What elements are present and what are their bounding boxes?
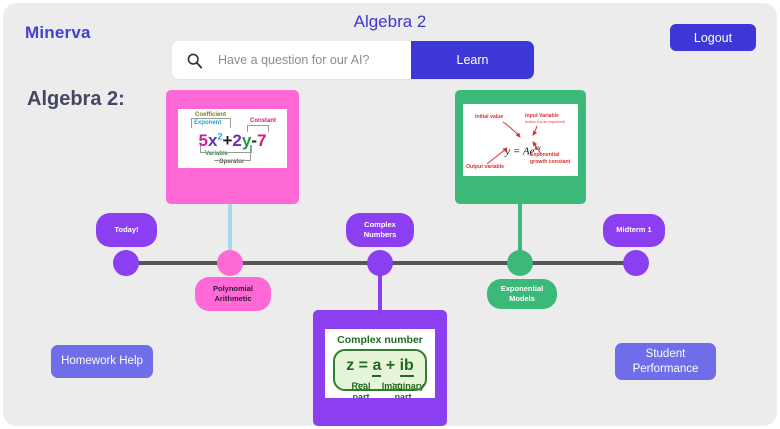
pill-midterm-1[interactable]: Midterm 1 [603,214,665,247]
card-polynomial-arithmetic[interactable]: Coefficient Exponent Constant Variable O… [166,90,299,204]
learn-button[interactable]: Learn [411,41,534,79]
label-operator: Operator [219,159,245,165]
student-performance-button[interactable]: Student Performance [615,343,716,380]
section-title: Algebra 2: [27,88,125,110]
input-variable-text: Input Variable [525,113,560,119]
connector-complex [378,263,382,311]
page-title: Algebra 2 [353,12,427,31]
exponential-figure: Initial value Input Variable (notice it … [463,104,578,176]
label-input-variable: Input Variable (notice it is an exponent… [525,113,565,124]
label-coefficient: Coefficient [195,112,227,118]
timeline-node-today[interactable] [113,250,139,276]
label-initial-value: Initial value [475,114,504,120]
brace-imaginary: ⏝ [392,374,401,384]
expr-exponent: 2 [217,131,223,142]
brace-real: ⏝ [357,374,366,384]
pill-complex-numbers[interactable]: Complex Numbers [346,213,414,247]
polynomial-figure: Coefficient Exponent Constant Variable O… [178,109,287,168]
eq-plus: + [385,357,396,374]
eq-z: z [346,357,355,374]
eq-a: a [372,357,382,377]
timeline-node-midterm-1[interactable] [623,250,649,276]
student-performance-line1: Student [645,348,686,361]
label-constant: Constant [250,118,276,124]
pill-polynomial-arithmetic-label: Polynomial Arithmetic [212,283,253,303]
formula-base: y = Ae [505,145,535,158]
pill-today[interactable]: Today! [96,213,157,247]
timeline-node-polynomial-arithmetic[interactable] [217,250,243,276]
input-variable-note: (notice it is an exponent!) [525,119,566,124]
timeline-node-exponential-models[interactable] [507,250,533,276]
expr-coefficient: 5 [198,131,208,150]
expr-coefficient-2: 2 [232,131,242,150]
pill-exponential-models-label: Exponential Models [500,283,544,303]
expr-variable-y: y [241,131,252,150]
app-root: Minerva Algebra 2 Logout Learn Algebra 2… [3,3,777,426]
ai-search-bar: Learn [172,41,534,79]
complex-title: Complex number [337,334,423,346]
formula-exponent: kx [534,144,541,152]
label-exponent: Exponent [194,120,222,126]
pill-polynomial-arithmetic[interactable]: Polynomial Arithmetic [195,277,271,311]
eq-ib: ib [399,357,414,377]
pill-exponential-models[interactable]: Exponential Models [487,279,557,309]
homework-help-button[interactable]: Homework Help [51,345,153,378]
card-exponential-models[interactable]: Initial value Input Variable (notice it … [455,90,586,204]
search-input[interactable] [216,41,411,79]
logout-button[interactable]: Logout [670,24,756,51]
polynomial-expression: 5x2+2y-7 [178,131,287,151]
connector-exponential [518,204,522,264]
complex-equation: z = a + ib [335,357,425,377]
pill-midterm-1-label: Midterm 1 [616,225,652,235]
expr-operator-minus: - [251,131,258,150]
pill-complex-numbers-label: Complex Numbers [363,219,397,239]
label-output-variable: Output variable [466,164,505,170]
app-logo: Minerva [25,23,91,42]
expr-variable-x: x [207,131,218,150]
eq-equals: = [358,357,368,374]
timeline-node-complex-numbers[interactable] [367,250,393,276]
exponential-arrows [486,121,542,165]
search-icon [172,52,216,69]
expr-operator-plus: + [222,131,233,150]
student-performance-line2: Performance [632,362,699,375]
label-variable: Variable [205,151,229,157]
expr-constant: 7 [257,131,267,150]
exponential-formula: y = Aekx [493,144,553,158]
connector-polynomial [228,204,232,264]
